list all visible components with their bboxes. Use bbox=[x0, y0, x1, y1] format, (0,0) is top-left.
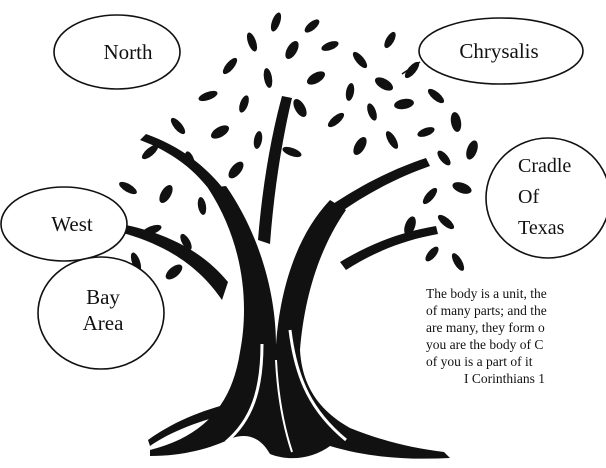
leaf bbox=[435, 149, 453, 168]
leaf bbox=[245, 31, 259, 53]
leaf bbox=[197, 89, 219, 103]
leaf bbox=[436, 213, 456, 232]
verse-line: you are the body of C bbox=[426, 336, 606, 353]
leaf bbox=[450, 251, 467, 272]
bubble-chrysalis: Chrysalis bbox=[419, 18, 583, 84]
verse-line: of many parts; and the bbox=[426, 302, 606, 319]
leaf bbox=[320, 39, 340, 53]
leaf bbox=[416, 125, 436, 139]
bible-verse-block: The body is a unit, the of many parts; a… bbox=[426, 285, 606, 387]
leaf bbox=[464, 139, 480, 161]
leaf bbox=[351, 135, 370, 157]
bubble-cradle-label-line3: Texas bbox=[518, 217, 565, 239]
leaf bbox=[140, 143, 160, 162]
leaf bbox=[393, 97, 414, 110]
leaf bbox=[269, 11, 283, 33]
bubble-chrysalis-label: Chrysalis bbox=[459, 39, 538, 63]
leaf bbox=[226, 159, 247, 181]
tree-branch-top bbox=[258, 96, 292, 244]
leaf bbox=[344, 82, 355, 101]
leaf bbox=[157, 183, 176, 205]
bubble-bay-area: Bay Area bbox=[38, 257, 164, 369]
leaf bbox=[283, 39, 302, 61]
leaf bbox=[373, 75, 395, 94]
bubble-cradle-label-line2: Of bbox=[518, 186, 539, 208]
leaf bbox=[423, 245, 441, 264]
leaf bbox=[382, 30, 398, 50]
leaf bbox=[451, 180, 473, 196]
leaf bbox=[117, 180, 138, 197]
leaf bbox=[163, 262, 185, 283]
leaf bbox=[303, 17, 322, 35]
leaf bbox=[221, 56, 240, 76]
leaf bbox=[351, 50, 370, 70]
bubble-west: West bbox=[1, 187, 127, 261]
bubble-bay-area-label-line2: Area bbox=[83, 311, 124, 335]
bubble-cradle-of-texas: Cradle Of Texas bbox=[486, 138, 606, 258]
leaf bbox=[426, 87, 446, 106]
tree-branch-upper-left bbox=[140, 134, 226, 196]
bubble-cradle-label-line1: Cradle bbox=[518, 155, 571, 177]
verse-line: are many, they form o bbox=[426, 319, 606, 336]
bubble-bay-area-label-line1: Bay bbox=[86, 285, 120, 309]
verse-line: The body is a unit, the bbox=[426, 285, 606, 302]
leaf bbox=[291, 97, 310, 119]
bubble-north-label: North bbox=[104, 40, 153, 64]
leaf bbox=[365, 102, 379, 122]
leaf bbox=[209, 123, 231, 142]
leaf bbox=[237, 94, 251, 114]
leaf bbox=[252, 130, 263, 149]
leaf bbox=[196, 196, 207, 215]
leaf bbox=[326, 111, 346, 130]
leaf bbox=[262, 67, 273, 88]
tree-illustration bbox=[110, 96, 450, 459]
bubble-north: North bbox=[54, 15, 180, 89]
leaf bbox=[169, 116, 188, 136]
bubble-west-label: West bbox=[51, 212, 93, 236]
verse-reference: I Corinthians 1 bbox=[426, 370, 606, 387]
leaf bbox=[384, 129, 401, 150]
tree-branch-far-right bbox=[340, 226, 438, 270]
leaf bbox=[421, 186, 440, 206]
leaf bbox=[281, 145, 303, 159]
leaf bbox=[305, 69, 327, 88]
leaf bbox=[449, 111, 462, 132]
verse-line: of you is a part of it bbox=[426, 353, 606, 370]
